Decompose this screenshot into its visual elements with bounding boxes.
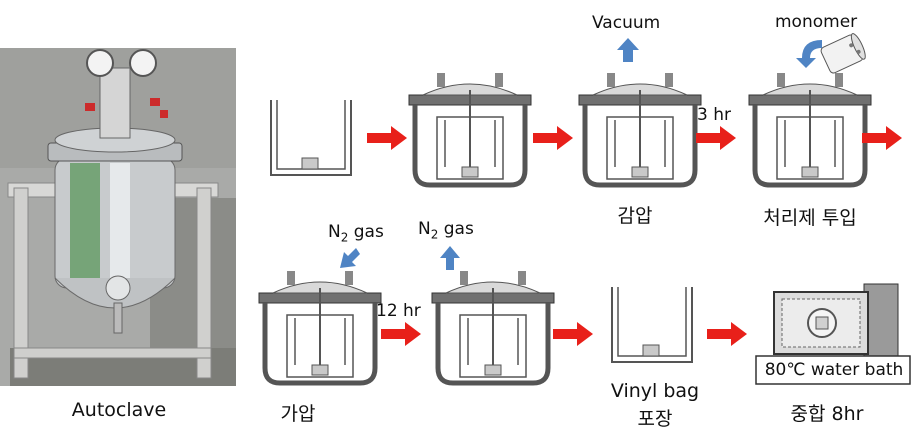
step-pack-label-1: Vinyl bag — [610, 380, 700, 402]
vacuum-label: Vacuum — [592, 13, 661, 33]
step-decompress-label: 감압 — [617, 205, 653, 227]
vacuum-arrow — [617, 38, 639, 62]
step-add-agent-label: 처리제 투입 — [763, 207, 857, 229]
step6-vessel — [432, 271, 554, 383]
n2-in-arrow — [340, 248, 360, 268]
arrow-1 — [367, 126, 407, 150]
step-polymerize-label: 중합 8hr — [790, 403, 864, 425]
water-bath-label: 80℃ water bath — [764, 360, 904, 380]
step5-vessel — [259, 271, 381, 383]
step-pressurize-label: 가압 — [280, 403, 316, 425]
arrow-5 — [381, 322, 421, 346]
arrow-2 — [533, 126, 573, 150]
n2-in-label: N2 gas — [328, 222, 384, 245]
step4-vessel — [749, 73, 871, 185]
arrow-6 — [553, 322, 593, 346]
step-pack-label-2: 포장 — [637, 408, 673, 430]
monomer-label: monomer — [775, 12, 858, 32]
step3-vessel — [579, 73, 701, 185]
monomer-arrow — [796, 40, 822, 68]
n2-out-label: N2 gas — [418, 219, 474, 242]
time-3hr-label: 3 hr — [697, 105, 731, 125]
autoclave-caption: Autoclave — [71, 399, 167, 421]
water-bath — [755, 283, 911, 385]
arrow-4 — [862, 126, 902, 150]
monomer-bottle — [820, 33, 866, 74]
arrow-7 — [707, 322, 747, 346]
autoclave-photo — [0, 48, 236, 386]
arrow-3 — [696, 126, 736, 150]
n2-out-arrow — [440, 246, 460, 270]
step1-beaker — [270, 99, 352, 176]
step7-beaker — [611, 286, 693, 363]
step2-vessel — [409, 73, 531, 185]
time-12hr-label: 12 hr — [376, 301, 421, 321]
